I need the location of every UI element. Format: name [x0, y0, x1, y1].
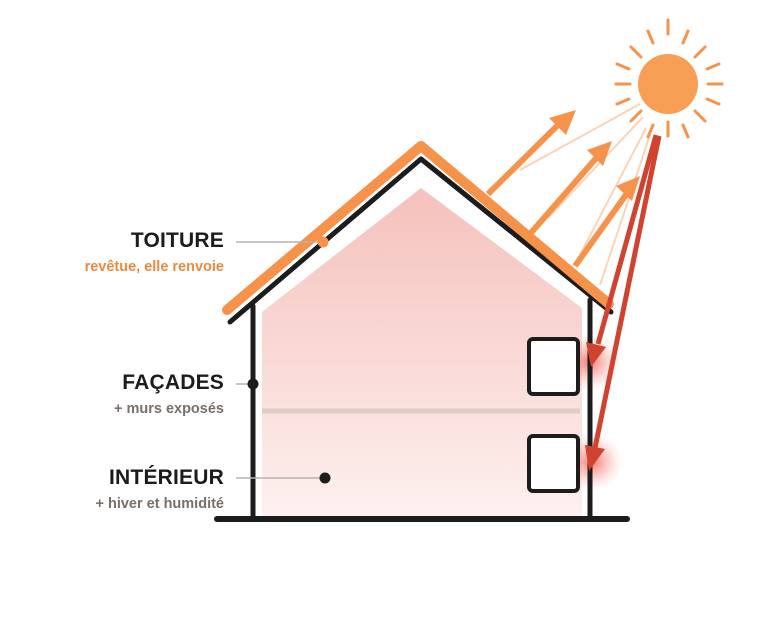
reflected-arrow-2	[527, 154, 601, 236]
sun-icon	[614, 18, 724, 139]
sun-disc	[638, 54, 698, 114]
direct-arrow-2-head	[585, 445, 605, 471]
label-facades: FAÇADES + murs exposés	[114, 371, 224, 417]
sun-rays-faint	[519, 103, 651, 286]
toiture-leader-dot	[317, 236, 329, 248]
reflected-rays	[485, 110, 640, 268]
interieur-leader-dot	[319, 472, 331, 484]
toiture-subtitle: revêtue, elle renvoie	[84, 259, 224, 275]
window-bottom	[527, 434, 580, 493]
direct-arrow-2	[592, 135, 662, 449]
reflected-arrow-2-head	[587, 141, 612, 166]
window-top	[527, 337, 580, 396]
interieur-title: INTÉRIEUR	[109, 466, 224, 489]
reflected-arrow-3	[572, 190, 631, 268]
house-interior-fill	[262, 188, 582, 518]
reflected-arrow-3-head	[616, 176, 640, 201]
label-interieur: INTÉRIEUR + hiver et humidité	[95, 466, 224, 512]
reflected-arrow-1-head	[549, 110, 576, 135]
house-outline	[227, 156, 614, 520]
facades-title: FAÇADES	[122, 371, 224, 394]
toiture-title: TOITURE	[130, 229, 224, 252]
facades-leader-dot	[247, 378, 259, 390]
facades-subtitle: + murs exposés	[113, 401, 224, 417]
direct-rays	[585, 134, 662, 471]
interieur-subtitle: + hiver et humidité	[95, 496, 224, 512]
direct-arrow-1	[595, 134, 659, 345]
reflected-arrow-1	[485, 120, 563, 197]
label-toiture: TOITURE revêtue, elle renvoie	[85, 229, 224, 275]
roof-covering	[222, 141, 614, 315]
direct-arrow-1-head	[586, 342, 606, 367]
